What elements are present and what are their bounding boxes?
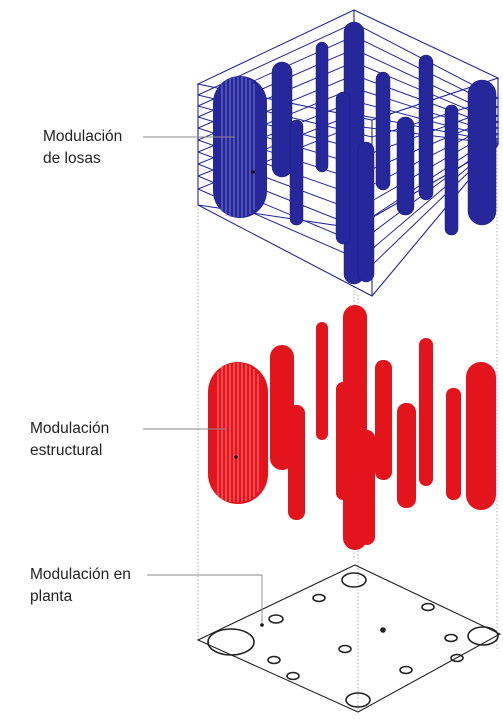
plan-column-sections — [207, 572, 499, 708]
red-hatched-column — [208, 362, 268, 504]
blue-hatched-column — [213, 76, 267, 218]
label-plan-line1: Modulación en — [30, 566, 131, 583]
structural-layer — [208, 305, 496, 550]
plan-layer — [196, 564, 502, 713]
label-slabs-line2: de losas — [43, 150, 101, 167]
label-plan: Modulación en planta — [30, 566, 131, 605]
plan-outline — [196, 564, 502, 713]
slab-lines — [197, 22, 500, 266]
label-structural-line1: Modulación — [30, 420, 109, 437]
label-plan-line2: planta — [30, 588, 73, 605]
label-structural-line2: estructural — [30, 442, 102, 459]
label-slabs: Modulación de losas — [43, 128, 122, 167]
slabs-layer — [196, 9, 500, 297]
blue-columns — [271, 21, 497, 285]
leader-lines — [143, 136, 263, 623]
label-structural: Modulación estructural — [30, 420, 109, 459]
label-slabs-line1: Modulación — [43, 128, 122, 145]
